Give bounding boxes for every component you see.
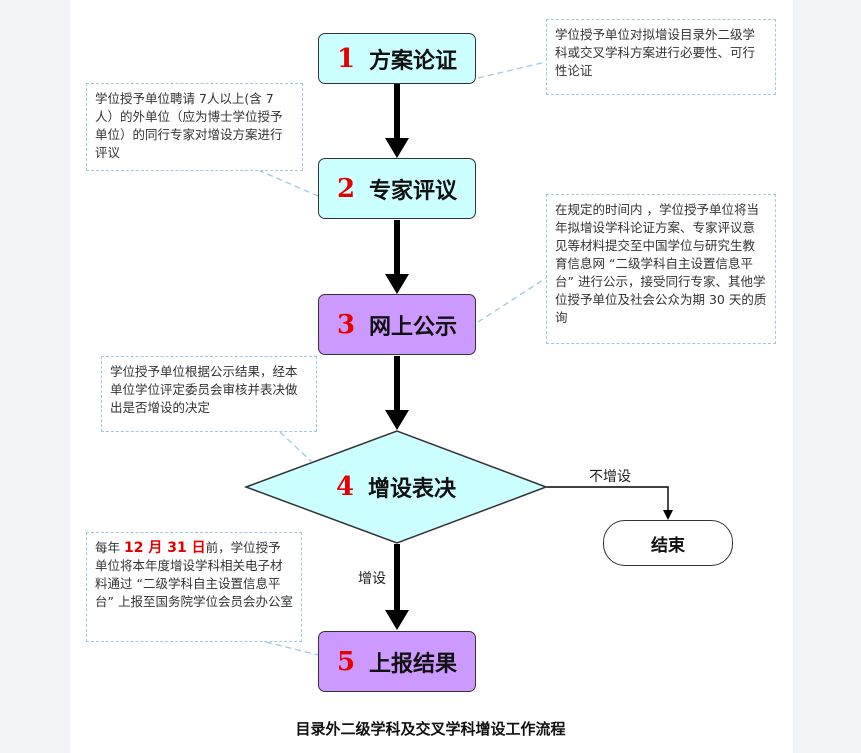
arrow-2-3-head <box>385 274 409 294</box>
decision-diamond <box>243 430 549 544</box>
step-4-label: 增设表决 <box>368 477 457 502</box>
note-step-2: 学位授予单位聘请 7人以上(含 7 人）的外单位（应为博士学位授予单位）的同行专… <box>86 83 303 171</box>
step-1-box: 1 方案论证 <box>318 33 476 84</box>
note-step-4: 学位授予单位根据公示结果，经本单位学位评定委员会审核并表决做出是否增设的决定 <box>101 356 317 432</box>
step-4-number: 4 <box>335 472 355 502</box>
flow-arrows <box>385 84 673 630</box>
step-2-label: 专家评议 <box>369 178 458 204</box>
note-step-5-body: 前，学位授予单位将本年度增设学科相关电子材料通过 “二级学科自主设置信息平台” … <box>95 540 293 609</box>
arrow-4-end-head <box>663 510 673 520</box>
step-2-number: 2 <box>336 173 356 204</box>
note-step-1: 学位授予单位对拟增设目录外二级学科或交叉学科方案进行必要性、可行性论证 <box>546 19 776 95</box>
figure-caption: 目录外二级学科及交叉学科增设工作流程 <box>295 720 566 738</box>
step-3-number: 3 <box>336 309 356 340</box>
right-margin-panel <box>793 0 861 753</box>
note-step-5-deadline: 12 月 31 日 <box>123 540 206 556</box>
step-1-label: 方案论证 <box>369 48 458 74</box>
edge-label-add: 增设 <box>358 571 386 587</box>
step-3-box: 3 网上公示 <box>318 294 476 355</box>
step-4-text: 4 增设表决 <box>296 466 496 508</box>
step-5-label: 上报结果 <box>369 651 458 677</box>
end-terminal: 结束 <box>603 520 733 566</box>
note-step-3: 在规定的时间内 ，学位授予单位将当年拟增设学科论证方案、专家评议意见等材料提交至… <box>546 194 776 344</box>
step-3-label: 网上公示 <box>369 314 458 340</box>
edge-label-no-add: 不增设 <box>589 469 631 485</box>
left-margin-panel <box>0 0 70 753</box>
step-1-number: 1 <box>336 43 356 74</box>
arrow-3-4-head <box>385 410 409 430</box>
note-leaders <box>257 61 547 656</box>
arrow-1-2-head <box>385 138 409 158</box>
step-2-box: 2 专家评议 <box>318 158 476 219</box>
step-5-number: 5 <box>336 646 356 677</box>
note-step-5: 每年 12 月 31 日前，学位授予单位将本年度增设学科相关电子材料通过 “二级… <box>86 532 302 642</box>
arrow-4-5-head <box>385 610 409 630</box>
step-5-box: 5 上报结果 <box>318 631 476 692</box>
arrow-4-end <box>546 486 669 512</box>
note-step-5-prefix: 每年 <box>95 540 124 555</box>
